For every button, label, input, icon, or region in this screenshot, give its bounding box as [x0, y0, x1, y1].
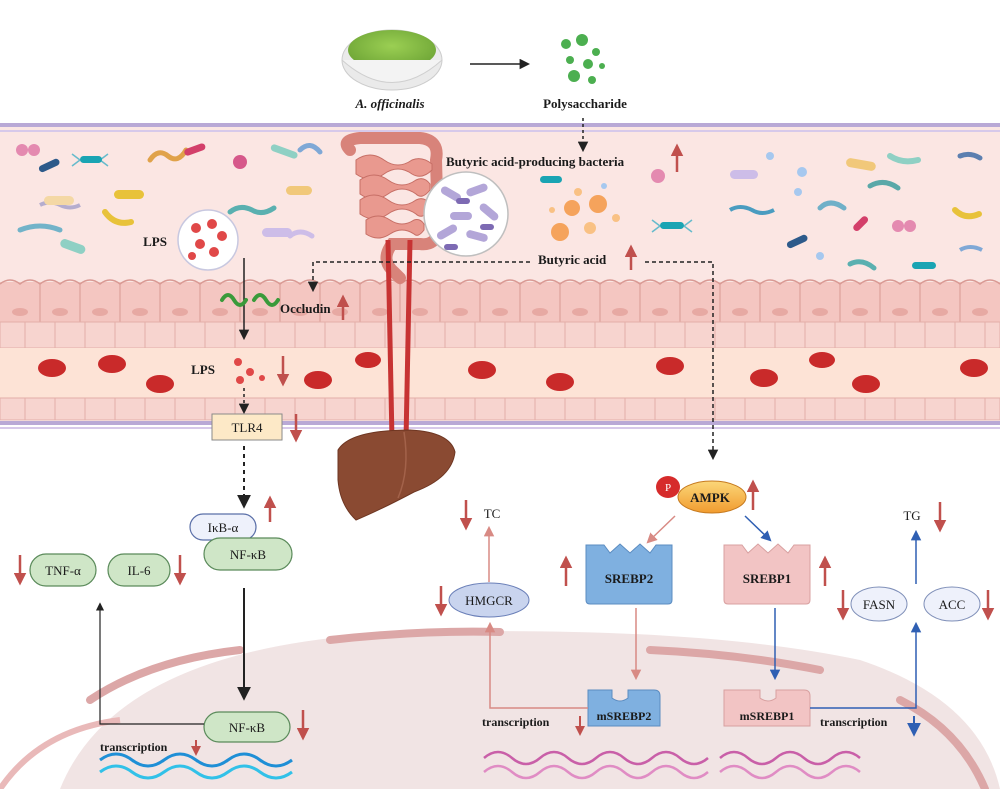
cytokine-il6 [107, 553, 171, 587]
bacteria-label: Butyric acid-producing bacteria [446, 154, 625, 169]
lps-bubble [177, 209, 239, 271]
ikb-nfkb-complex [189, 513, 293, 571]
bacteria-magnifier [423, 171, 509, 257]
ampk-to-srebp1-arrow [744, 515, 772, 542]
p-label: P [665, 482, 671, 494]
tc-label: TC [484, 506, 501, 521]
fasn-label: FASN [863, 597, 896, 612]
srebp2-protein [585, 543, 673, 605]
msrebp2-to-hmgcr-arrow [484, 621, 588, 709]
fasn-enzyme [850, 586, 908, 622]
hmgcr-label: HMGCR [465, 593, 513, 608]
srebp1-label: SREBP1 [743, 571, 791, 586]
gut-microbiota [16, 143, 983, 271]
dna-right [719, 750, 861, 780]
butyric-acid-label: Butyric acid [538, 252, 607, 267]
butyric-acid-droplets [549, 183, 620, 241]
msrebp1-to-lipogenesis-arrow [810, 621, 922, 709]
dna-left [99, 752, 293, 780]
msrebp2-protein [587, 689, 661, 727]
ampk-label: AMPK [690, 490, 731, 505]
srebp1-protein [723, 543, 811, 605]
nfkb-to-cytokines-arrow [95, 602, 204, 725]
source-label: A. officinalis [354, 96, 424, 111]
tlr4-label: TLR4 [231, 420, 263, 435]
msrebp2-label: mSREBP2 [597, 709, 652, 723]
ampk-complex [656, 476, 747, 514]
polysaccharide-granules [561, 34, 605, 84]
lps-blood-particles [234, 358, 265, 384]
ikb-label: IκB-α [208, 520, 239, 535]
blood-vessel [0, 348, 1000, 429]
tlr4-box [211, 413, 283, 441]
acc-enzyme [923, 586, 981, 622]
msrebp1-protein [723, 689, 811, 727]
cytokine-tnf [29, 553, 97, 587]
nucleus [0, 627, 1000, 789]
nfkb-nuclear [203, 711, 291, 743]
occludin-label: Occludin [280, 301, 331, 316]
liver-organ [337, 429, 456, 521]
dna-middle [483, 750, 709, 780]
portal-vessels [385, 239, 413, 441]
nfkb-cyto-label: NF-κB [230, 547, 266, 562]
asparagus-powder-bowl [341, 29, 443, 91]
intestinal-epithelium [0, 279, 1000, 349]
lps-gut-label: LPS [143, 234, 167, 249]
butyrate-to-occludin-arrow [307, 261, 530, 293]
ampk-to-srebp2-arrow [646, 515, 676, 544]
red-blood-cells [38, 352, 988, 393]
occludin-protein [220, 293, 280, 307]
srebp2-label: SREBP2 [605, 571, 653, 586]
nfkb-nuc-label: NF-κB [229, 720, 265, 735]
butyrate-to-ampk-arrow [645, 261, 719, 461]
transcription-right-label: transcription [820, 715, 888, 729]
transcription-mid-label: transcription [482, 715, 550, 729]
acc-label: ACC [939, 597, 966, 612]
hmgcr-enzyme [448, 582, 530, 618]
transcription-left-label: transcription [100, 740, 168, 754]
lps-blood-label: LPS [191, 362, 215, 377]
tnf-label: TNF-α [45, 563, 81, 578]
polysaccharide-label: Polysaccharide [543, 96, 627, 111]
il6-label: IL-6 [127, 563, 151, 578]
tg-label: TG [903, 508, 920, 523]
msrebp1-label: mSREBP1 [740, 709, 795, 723]
